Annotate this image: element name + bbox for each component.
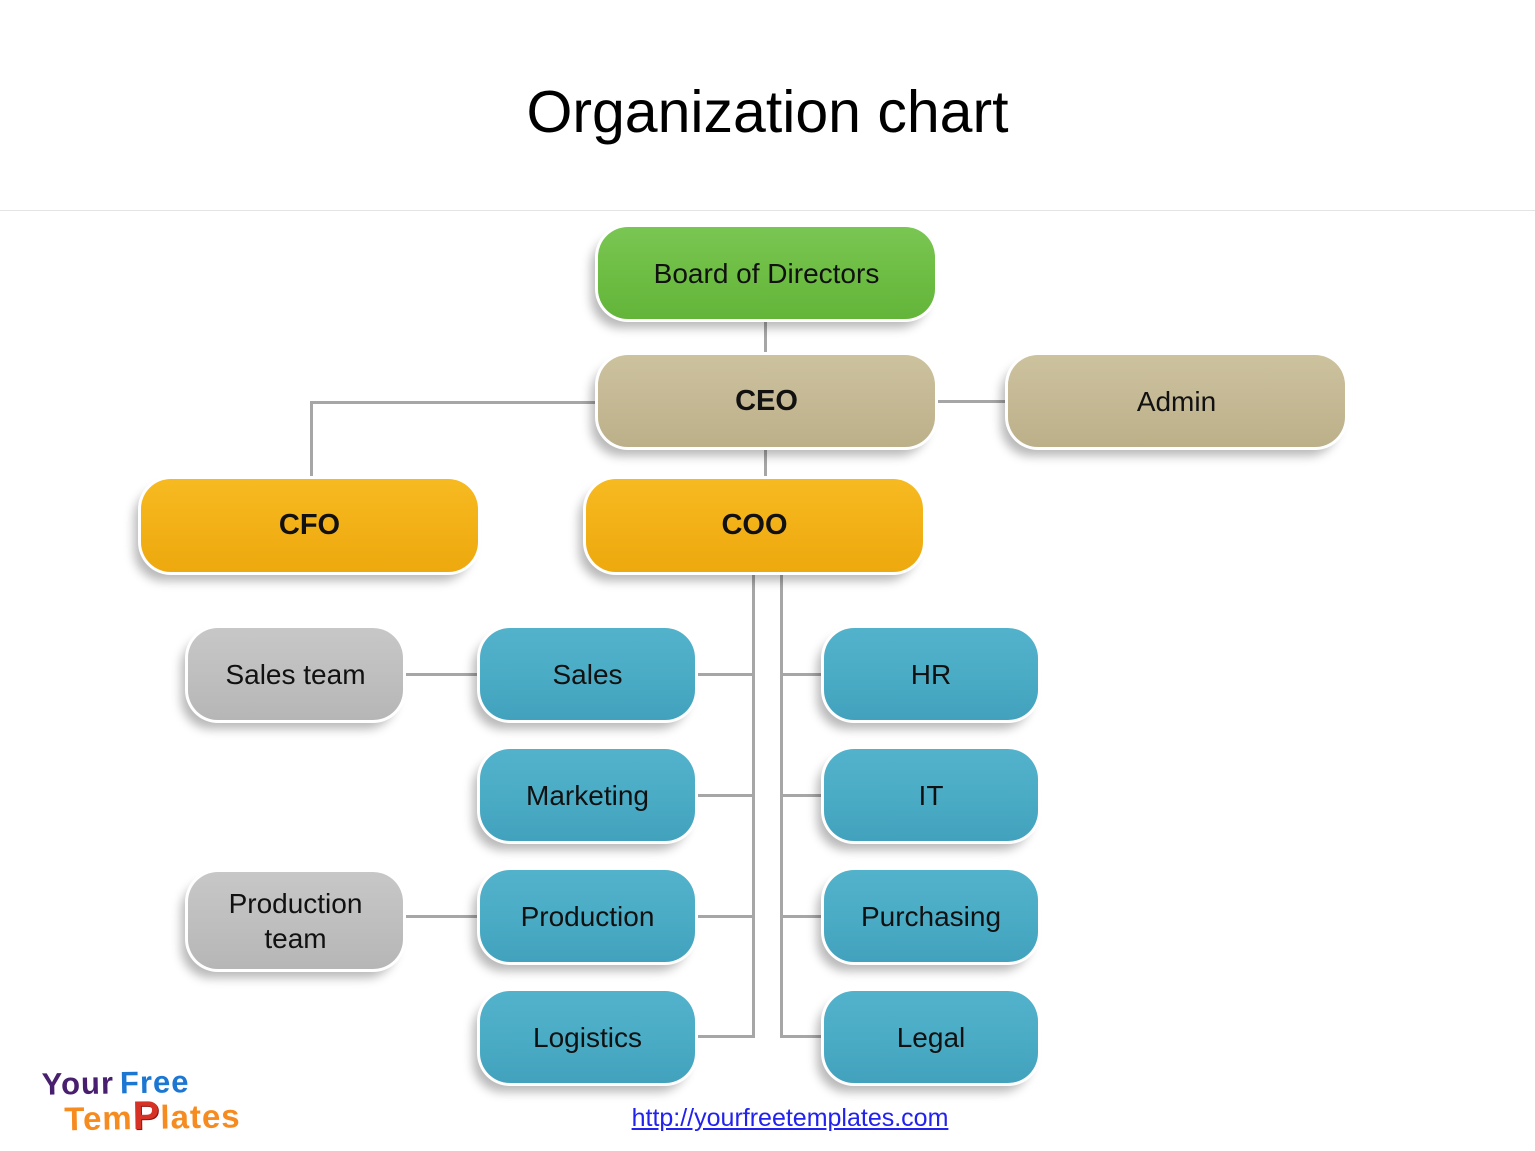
footer-link[interactable]: http://yourfreetemplates.com [631, 1104, 949, 1132]
node-purchasing: Purchasing [824, 870, 1038, 962]
connector-trunk-logistics [695, 1035, 752, 1038]
connector-ceo-cfo-vertical [310, 401, 313, 477]
node-coo: COO [586, 479, 923, 572]
node-logistics: Logistics [480, 991, 695, 1083]
connector-trunk-production [695, 915, 752, 918]
logo-line2: TemPlates [63, 1094, 241, 1139]
node-board-of-directors: Board of Directors [598, 227, 935, 319]
node-label-production-team: Production team [228, 887, 363, 954]
node-label-sales: Sales [552, 658, 623, 690]
node-label-marketing: Marketing [526, 779, 649, 811]
title-divider [0, 210, 1535, 211]
connector-salesteam-sales [403, 673, 480, 676]
connector-trunk-it [780, 794, 824, 797]
connector-ceo-admin [935, 400, 1008, 403]
node-label-production: Production [520, 900, 655, 932]
node-label-admin: Admin [1136, 385, 1217, 417]
connector-trunk-hr [780, 673, 824, 676]
node-sales-team: Sales team [188, 628, 403, 720]
node-sales: Sales [480, 628, 695, 720]
node-label-hr: HR [910, 658, 952, 690]
connector-trunk-purchasing [780, 915, 824, 918]
node-hr: HR [824, 628, 1038, 720]
node-production-team: Production team [188, 872, 403, 969]
connector-productionteam-production [403, 915, 480, 918]
node-label-legal: Legal [896, 1021, 966, 1053]
connector-trunk-sales [695, 673, 752, 676]
node-ceo: CEO [598, 355, 935, 447]
connector-coo-left-trunk [752, 572, 755, 1038]
node-admin: Admin [1008, 355, 1345, 447]
node-label-it: IT [918, 779, 944, 811]
connector-ceo-cfo-horizontal [310, 401, 598, 404]
logo-word-tem: Tem [63, 1099, 134, 1138]
node-label-cfo: CFO [278, 509, 341, 542]
node-label-logistics: Logistics [533, 1021, 642, 1053]
logo-word-your: Your [41, 1065, 115, 1102]
node-label-purchasing: Purchasing [860, 900, 1002, 932]
connector-ceo-coo [764, 447, 767, 479]
logo-word-lates: lates [160, 1097, 241, 1137]
node-label-ceo: CEO [735, 384, 798, 417]
node-marketing: Marketing [480, 749, 695, 841]
node-label-coo: COO [721, 509, 788, 542]
page-title: Organization chart [526, 79, 1009, 145]
node-it: IT [824, 749, 1038, 841]
node-legal: Legal [824, 991, 1038, 1083]
connector-coo-right-trunk [780, 572, 783, 1038]
node-cfo: CFO [141, 479, 478, 572]
connector-trunk-marketing [695, 794, 752, 797]
node-label-board: Board of Directors [653, 257, 880, 289]
connector-board-ceo [764, 319, 767, 355]
logo-word-p: P [132, 1094, 161, 1139]
connector-trunk-legal [780, 1035, 824, 1038]
node-production: Production [480, 870, 695, 962]
node-label-sales-team: Sales team [225, 658, 366, 690]
